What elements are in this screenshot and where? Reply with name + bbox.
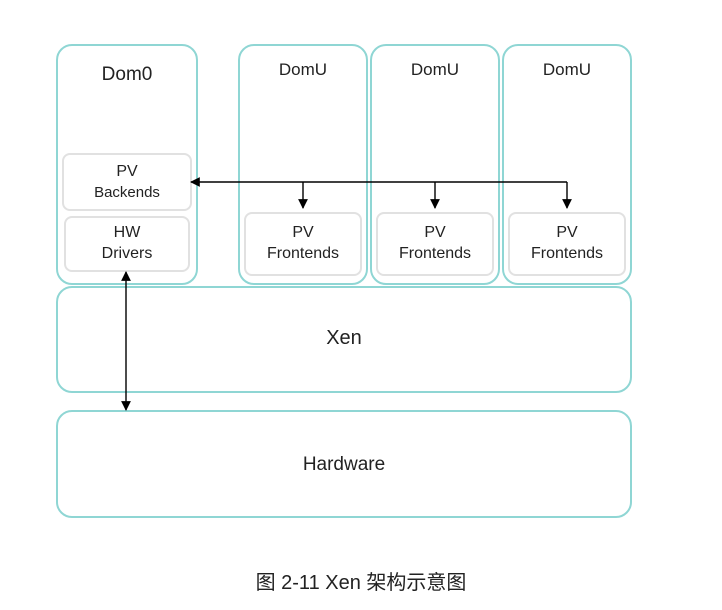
pv-backends-line2: Backends xyxy=(94,183,160,201)
pv-frontends-line2-3: Frontends xyxy=(530,245,604,262)
dom0-title: Dom0 xyxy=(101,64,153,85)
domu-title-2: DomU xyxy=(410,60,460,79)
xen-box: Xen xyxy=(56,286,632,393)
pv-frontends-line2-2: Frontends xyxy=(398,245,472,262)
hardware-box: Hardware xyxy=(56,410,632,518)
hw-drivers-box: HW Drivers xyxy=(64,216,190,272)
dom0-box: Dom0 PV Backends HW Drivers xyxy=(56,44,198,285)
pv-backends-line1: PV xyxy=(116,162,138,180)
hw-drivers-line2: Drivers xyxy=(101,245,153,262)
pv-frontends-box-2: PV Frontends xyxy=(376,212,494,276)
pv-frontends-line1-1: PV xyxy=(292,224,314,242)
xen-label: Xen xyxy=(326,327,362,349)
domu-box-1: DomU PV Frontends xyxy=(238,44,368,285)
pv-frontends-line1-3: PV xyxy=(556,224,578,242)
domu-title-3: DomU xyxy=(542,60,592,79)
pv-frontends-box-1: PV Frontends xyxy=(244,212,362,276)
domu-box-3: DomU PV Frontends xyxy=(502,44,632,285)
domu-title-1: DomU xyxy=(278,60,328,79)
pv-backends-box: PV Backends xyxy=(62,153,192,211)
hw-drivers-line1: HW xyxy=(113,224,141,242)
pv-frontends-box-3: PV Frontends xyxy=(508,212,626,276)
figure-caption: 图 2-11 Xen 架构示意图 xyxy=(255,572,467,594)
pv-frontends-line1-2: PV xyxy=(424,224,446,242)
domu-box-2: DomU PV Frontends xyxy=(370,44,500,285)
hardware-label: Hardware xyxy=(302,454,386,475)
pv-frontends-line2-1: Frontends xyxy=(266,245,340,262)
